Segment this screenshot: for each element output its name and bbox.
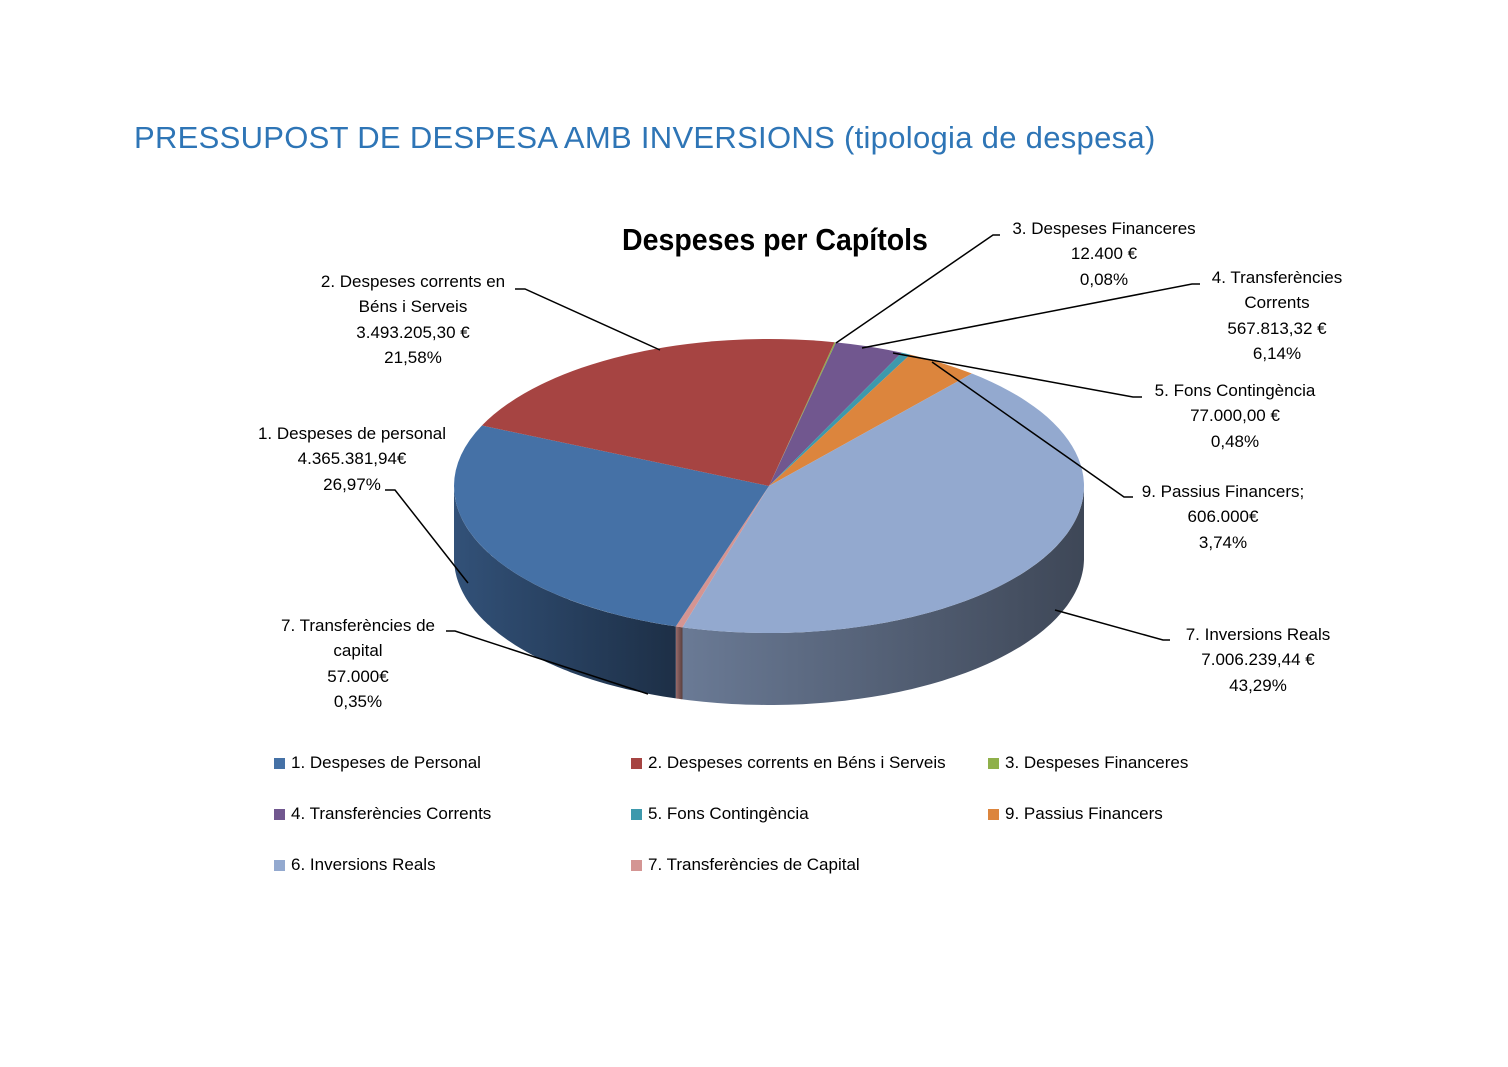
- pie-slice-c3: [769, 342, 836, 486]
- data-label-line: 6,14%: [1252, 343, 1302, 363]
- legend-label: 4. Transferències Corrents: [291, 804, 492, 823]
- pie-slice-c6: [682, 373, 1084, 633]
- leader-line-c9: [931, 361, 1133, 498]
- legend-item: 5. Fons Contingència: [631, 804, 809, 824]
- data-label-line: 606.000€: [1187, 507, 1259, 527]
- pie-slice-c1: [454, 425, 769, 627]
- data-label-line: 7. Inversions Reals: [1185, 625, 1331, 644]
- data-label-c7: 7. Transferències de capital 57.000€ 0,35%: [281, 613, 435, 714]
- pie-slice-c7: [675, 486, 769, 628]
- data-label-c2: 2. Despeses corrents en Béns i Serveis 3.4…: [321, 269, 505, 370]
- data-label-line: 0,48%: [1210, 431, 1260, 451]
- data-label-c6: 7. Inversions Reals 7.006.239,44 € 43,29%: [1186, 622, 1331, 698]
- data-label-line: 3. Despeses Financeres: [1012, 219, 1196, 238]
- legend-label: 5. Fons Contingència: [648, 804, 809, 823]
- legend-label: 1. Despeses de Personal: [291, 753, 481, 772]
- pie-side-c7: [675, 626, 683, 700]
- legend-swatch: [274, 757, 285, 769]
- leader-line-c2: [515, 288, 661, 351]
- data-label-line: Béns i Serveis: [358, 297, 468, 317]
- legend-swatch: [631, 859, 642, 871]
- data-label-line: 12.400 €: [1070, 244, 1138, 264]
- legend-item: 9. Passius Financers: [988, 804, 1163, 824]
- data-label-line: 77.000,00 €: [1190, 406, 1280, 426]
- data-label-c5: 5. Fons Contingència 77.000,00 € 0,48%: [1155, 378, 1316, 454]
- pie-side-c6: [682, 487, 1084, 705]
- legend-item: 2. Despeses corrents en Béns i Serveis: [631, 753, 946, 773]
- leader-line-c6: [1054, 609, 1170, 641]
- legend-swatch: [274, 808, 285, 820]
- data-label-c1: 1. Despeses de personal 4.365.381,94€ 26,9…: [258, 421, 446, 497]
- legend-item: 4. Transferències Corrents: [274, 804, 491, 824]
- data-label-line: 1. Despeses de personal: [257, 424, 447, 443]
- page-title: PRESSUPOST DE DESPESA AMB INVERSIONS (ti…: [134, 120, 1156, 155]
- pie-slice-c4: [769, 342, 902, 486]
- legend-label: 2. Despeses corrents en Béns i Serveis: [648, 753, 946, 772]
- chart-title: Despeses per Capítols: [622, 222, 928, 257]
- leader-line-c3: [835, 234, 1000, 344]
- data-label-line: 2. Despeses corrents en: [320, 272, 506, 291]
- legend-item: 6. Inversions Reals: [274, 855, 436, 875]
- data-label-line: 57.000€: [327, 666, 389, 686]
- data-label-line: 0,35%: [333, 691, 383, 711]
- data-label-line: Corrents: [1244, 293, 1310, 313]
- data-label-line: 3.493.205,30 €: [356, 322, 470, 342]
- leader-line-c4: [861, 283, 1200, 349]
- legend-swatch: [631, 808, 642, 820]
- leader-line-c5: [892, 352, 1142, 398]
- leader-line-c7: [446, 630, 649, 695]
- data-label-line: 0,08%: [1079, 269, 1129, 289]
- data-label-line: capital: [333, 641, 383, 661]
- legend-item: 3. Despeses Financeres: [988, 753, 1188, 773]
- pie-side-c1: [454, 488, 676, 699]
- data-label-line: 567.813,32 €: [1227, 318, 1327, 338]
- data-label-line: 4.365.381,94€: [297, 449, 407, 469]
- legend-label: 6. Inversions Reals: [291, 855, 436, 874]
- legend-label: 9. Passius Financers: [1005, 804, 1163, 823]
- pie-slice-c9: [769, 354, 972, 486]
- pie-slice-c2: [481, 339, 835, 486]
- data-label-line: 21,58%: [384, 347, 442, 367]
- data-label-line: 7.006.239,44 €: [1201, 650, 1315, 670]
- legend-item: 7. Transferències de Capital: [631, 855, 860, 875]
- data-label-line: 9. Passius Financers;: [1141, 482, 1305, 501]
- legend-label: 7. Transferències de Capital: [648, 855, 860, 874]
- data-label-line: 5. Fons Contingència: [1154, 381, 1316, 400]
- legend-item: 1. Despeses de Personal: [274, 753, 481, 773]
- data-label-line: 7. Transferències de: [280, 616, 436, 635]
- data-label-line: 26,97%: [323, 474, 381, 494]
- legend-swatch: [631, 757, 642, 769]
- data-label-line: 43,29%: [1229, 675, 1287, 695]
- legend-label: 3. Despeses Financeres: [1005, 753, 1189, 772]
- legend-swatch: [988, 808, 999, 820]
- data-label-line: 4. Transferències: [1211, 268, 1343, 287]
- pie-slice-c5: [769, 352, 911, 486]
- legend-swatch: [988, 757, 999, 769]
- leader-line-c1: [385, 489, 469, 584]
- data-label-c9: 9. Passius Financers; 606.000€ 3,74%: [1142, 479, 1305, 555]
- data-label-c3: 3. Despeses Financeres 12.400 € 0,08%: [1012, 216, 1195, 292]
- legend-swatch: [274, 859, 285, 871]
- data-label-line: 3,74%: [1198, 532, 1248, 552]
